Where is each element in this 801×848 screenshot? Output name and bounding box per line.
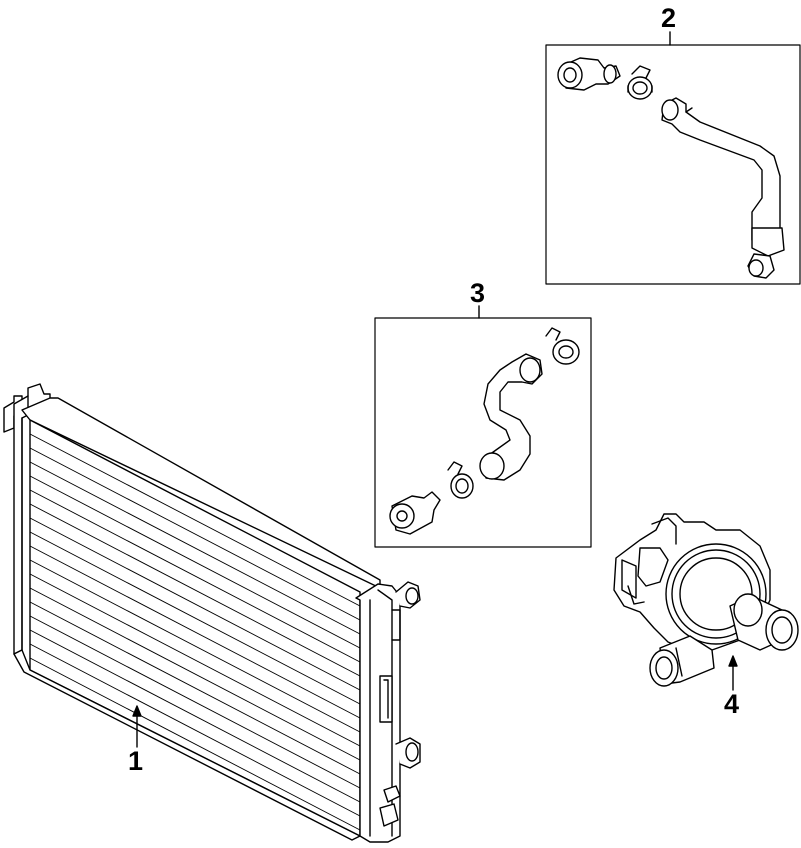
elbow-fitting <box>557 57 621 91</box>
hose-clamp-lower <box>447 461 474 499</box>
hose-fitting <box>389 491 441 535</box>
callout-label-4: 4 <box>724 689 740 719</box>
water-pump <box>613 513 799 687</box>
hose-assembly-box-2 <box>545 31 801 285</box>
hose-clamp <box>627 65 653 100</box>
radiator <box>3 383 421 843</box>
callout-label-1: 1 <box>128 746 144 776</box>
hose-assembly-box-3 <box>374 305 592 548</box>
callout-label-3: 3 <box>470 278 486 308</box>
hose-clamp-upper <box>545 327 580 365</box>
callout-4-leader <box>728 655 738 691</box>
coolant-hose <box>661 97 785 279</box>
callout-1-leader <box>132 705 142 748</box>
callout-label-2: 2 <box>661 3 677 33</box>
coolant-hose <box>479 353 543 481</box>
